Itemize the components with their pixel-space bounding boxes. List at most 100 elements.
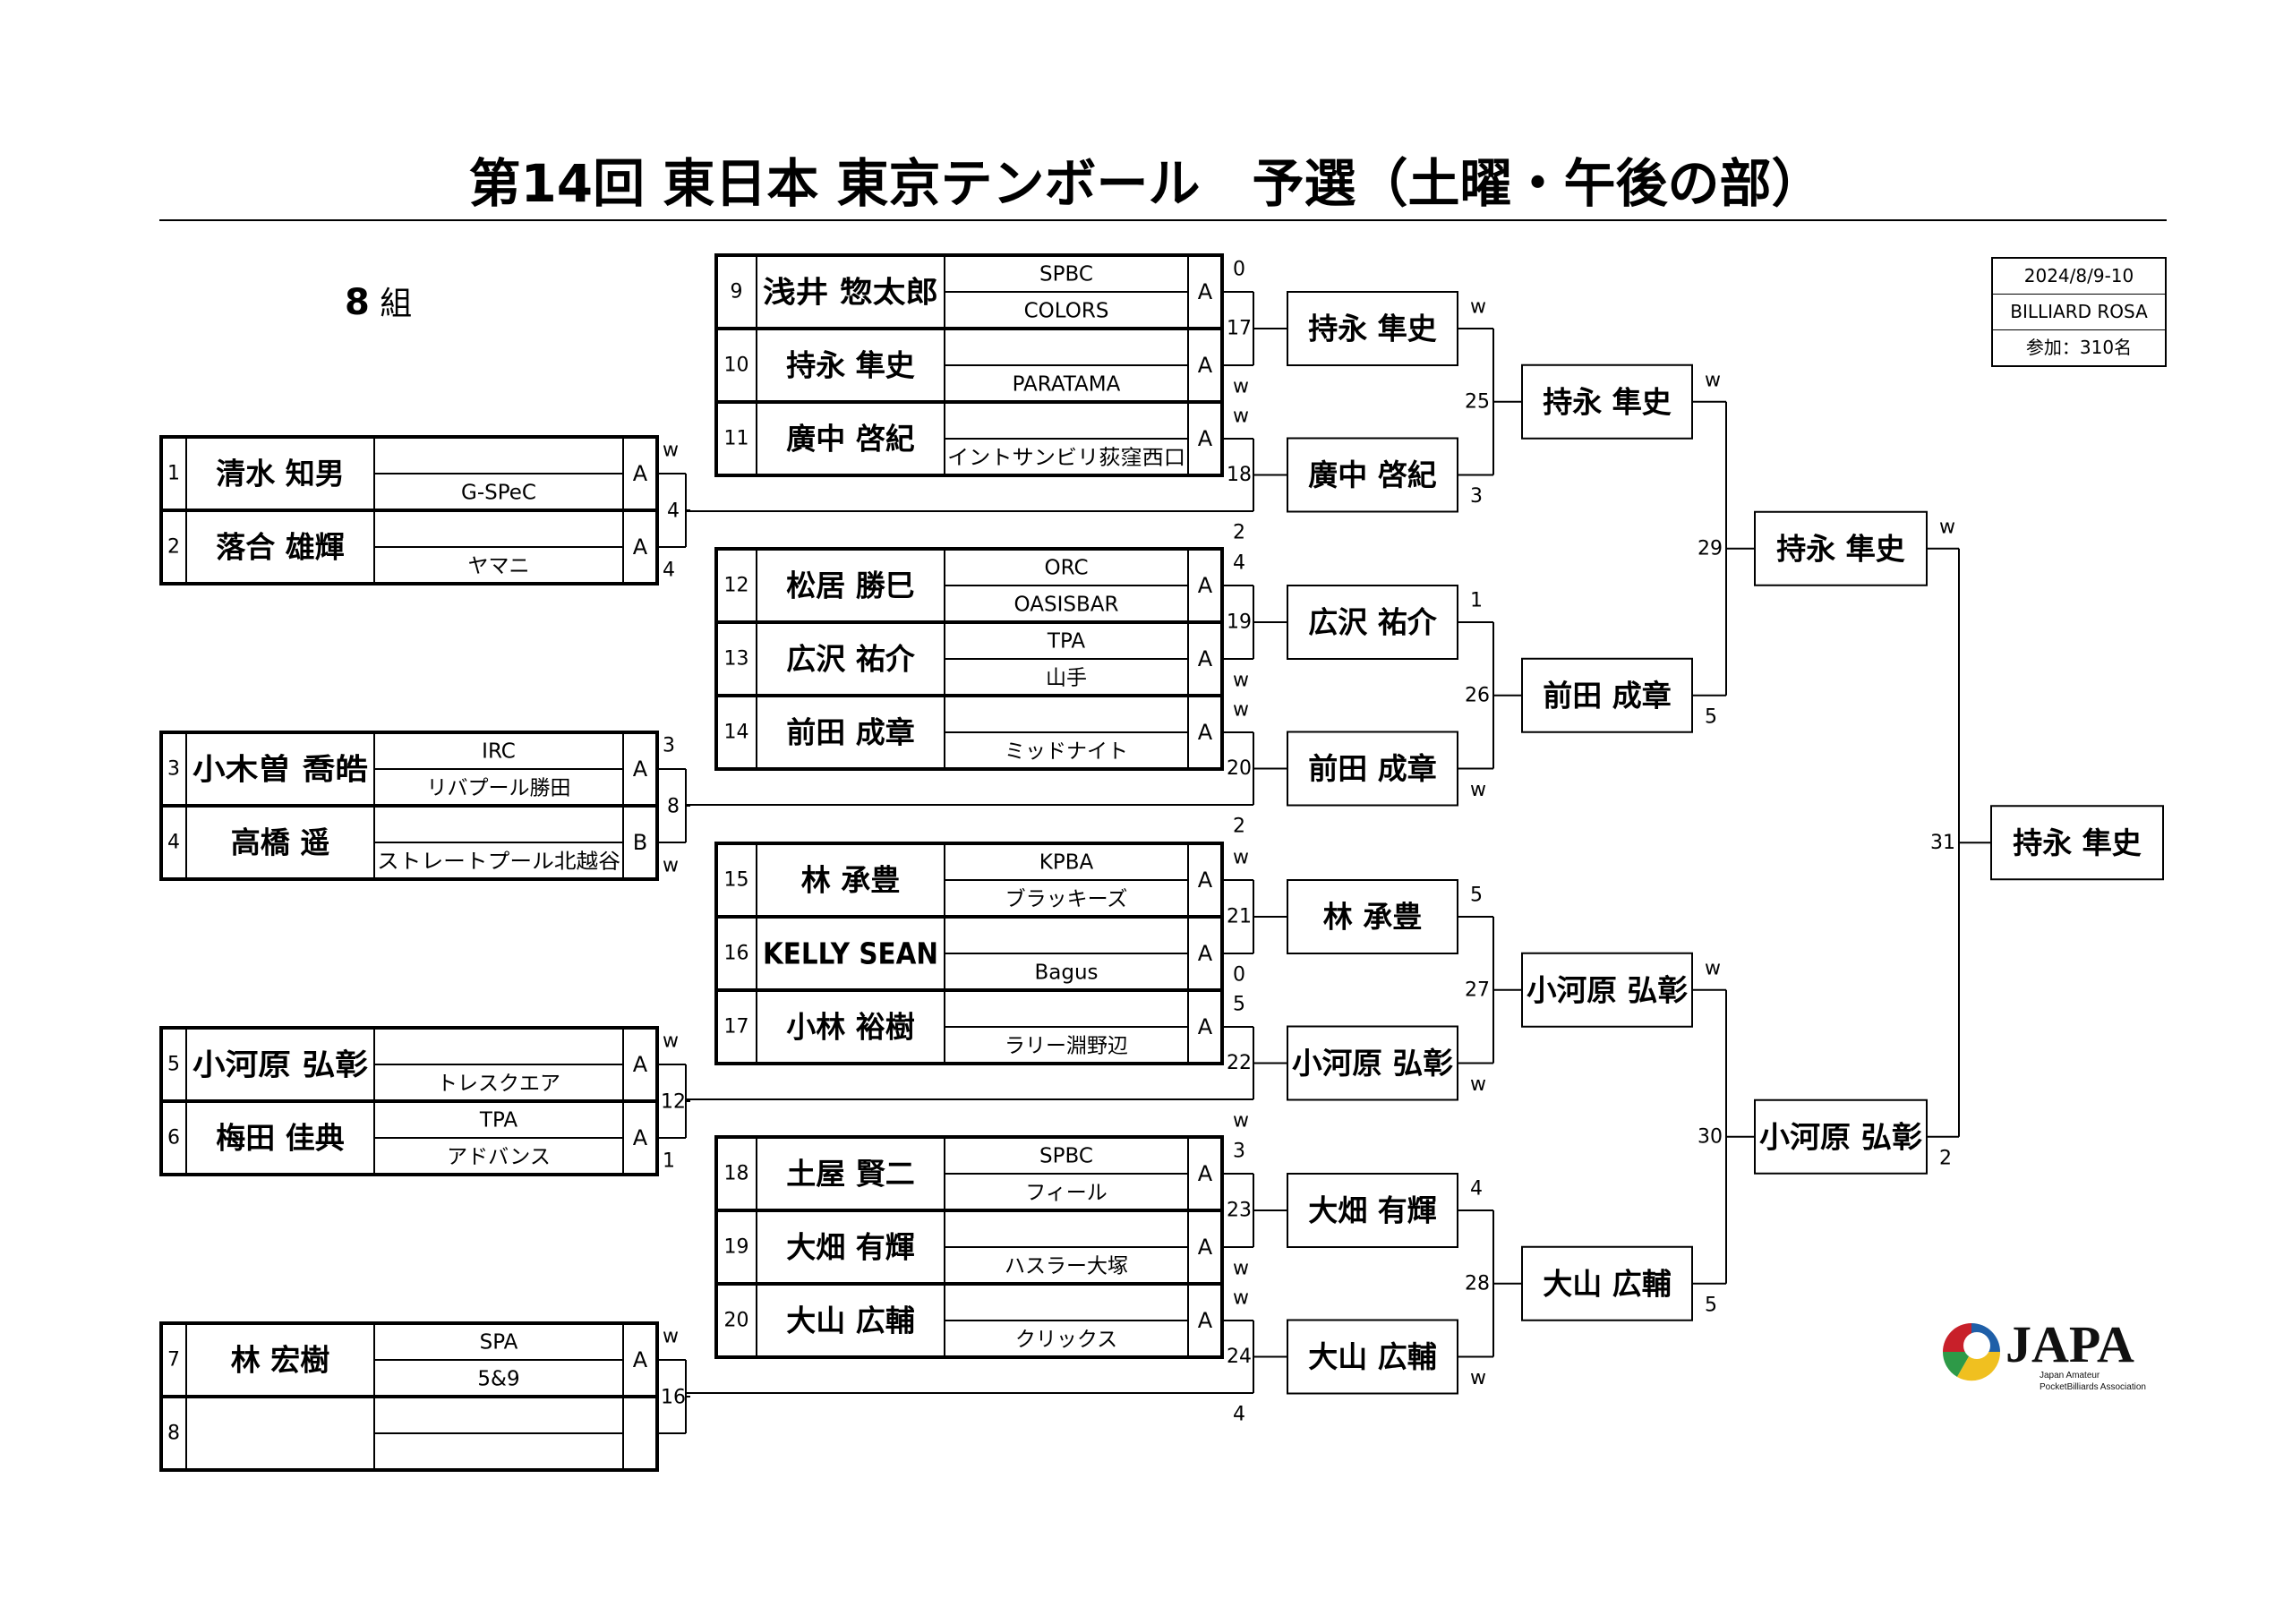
player-seed: 2: [167, 536, 180, 559]
player-rank: A: [1198, 720, 1213, 745]
player-club: リバプール勝田: [427, 777, 571, 800]
match-number: 29: [1698, 537, 1723, 560]
winner-name: 大山 広輔: [1543, 1266, 1672, 1301]
winner-name: 廣中 啓紀: [1308, 457, 1437, 492]
match-score: 2: [1939, 1147, 1952, 1169]
match-score: w: [1233, 1287, 1249, 1310]
player-rank: A: [1198, 1014, 1213, 1039]
match-number: 16: [661, 1387, 686, 1409]
player-seed: 1: [167, 463, 180, 485]
player-club: SPA: [480, 1331, 518, 1355]
player-rank: A: [1198, 353, 1213, 378]
match-score: 4: [1233, 1404, 1245, 1426]
winner-name: 大畑 有輝: [1308, 1193, 1437, 1228]
player-rank: A: [1198, 941, 1213, 966]
player-club: 山手: [1046, 667, 1087, 690]
japa-emblem-icon: [1942, 1323, 2001, 1381]
info-box: 2024/8/9-10 BILLIARD ROSA 参加：310名: [1991, 257, 2167, 367]
match-score: w: [663, 1030, 679, 1053]
match-number: 20: [1227, 757, 1252, 780]
winner-name: 前田 成章: [1308, 751, 1437, 786]
player-name: KELLY SEAN: [763, 936, 938, 971]
player-club: フィール: [1025, 1182, 1108, 1205]
player-name: 松居 勝巳: [786, 568, 915, 603]
player-seed: 14: [724, 722, 749, 744]
player-name: 落合 雄輝: [216, 530, 345, 565]
winner-name: 持永 隼史: [1543, 384, 1672, 419]
player-seed: 18: [724, 1163, 749, 1185]
group-number: 8: [345, 282, 370, 323]
player-seed: 20: [724, 1310, 749, 1332]
player-rank: B: [633, 830, 647, 855]
match-score: w: [1470, 1367, 1486, 1389]
player-club: トレスクエア: [437, 1073, 560, 1096]
player-name: 廣中 啓紀: [786, 422, 915, 457]
player-rank: A: [1198, 426, 1213, 451]
group-label: 8 組: [345, 279, 412, 328]
match-score: 1: [663, 1150, 675, 1173]
match-number: 21: [1227, 906, 1252, 928]
match-number: 22: [1227, 1052, 1252, 1074]
player-club: ハスラー大塚: [1005, 1255, 1128, 1278]
player-seed: 19: [724, 1236, 749, 1259]
player-name: 高橋 遥: [231, 825, 330, 860]
player-seed: 11: [724, 428, 749, 450]
player-club: KPBA: [1039, 851, 1094, 875]
player-seed: 5: [167, 1054, 180, 1076]
player-seed: 4: [167, 832, 180, 854]
player-club: G-SPeC: [461, 482, 536, 505]
winner-name: 大山 広輔: [1308, 1339, 1437, 1374]
match-score: w: [1233, 670, 1249, 692]
match-score: w: [1233, 699, 1249, 722]
player-rank: A: [1198, 1235, 1213, 1260]
match-number: 19: [1227, 611, 1252, 634]
player-rank: A: [633, 1347, 648, 1372]
player-rank: A: [1198, 1308, 1213, 1333]
match-score: 5: [1705, 1294, 1717, 1316]
player-club: PARATAMA: [1013, 373, 1121, 397]
match-number: 12: [661, 1091, 686, 1114]
match-score: 5: [1233, 994, 1245, 1016]
player-name: 広沢 祐介: [786, 642, 915, 677]
player-seed: 12: [724, 575, 749, 597]
match-number: 4: [667, 500, 680, 523]
match-score: w: [1233, 406, 1249, 428]
match-number: 24: [1227, 1346, 1252, 1368]
player-rank: A: [1198, 868, 1213, 893]
player-rank: A: [633, 1052, 648, 1077]
player-club: ストレートプール北越谷: [377, 850, 620, 874]
match-score: w: [663, 440, 679, 462]
player-club: クリックス: [1015, 1329, 1117, 1352]
winner-name: 持永 隼史: [1308, 312, 1437, 346]
player-club: ORC: [1045, 557, 1089, 580]
match-score: w: [1939, 516, 1955, 538]
player-club: 5&9: [477, 1368, 519, 1391]
player-club: ブラッキーズ: [1005, 888, 1128, 911]
player-seed: 15: [724, 869, 749, 892]
player-seed: 3: [167, 758, 180, 781]
player-name: 小木曽 喬皓: [192, 752, 368, 787]
winner-box: [1990, 805, 2164, 881]
player-name: 梅田 佳典: [216, 1121, 345, 1156]
match-score: 3: [1233, 1141, 1245, 1163]
player-rank: A: [1198, 1161, 1213, 1186]
info-participants: 参加：310名: [1993, 329, 2165, 365]
player-rank: A: [1198, 573, 1213, 598]
player-seed: 6: [167, 1127, 180, 1150]
player-seed: 9: [731, 281, 743, 303]
match-score: 0: [1233, 259, 1245, 281]
match-score: w: [1470, 779, 1486, 801]
player-club: アドバンス: [447, 1146, 551, 1169]
match-score: 2: [1233, 522, 1245, 544]
match-score: w: [663, 1326, 679, 1348]
player-name: 林 承豊: [801, 863, 901, 898]
match-number: 18: [1227, 464, 1252, 486]
player-club: ヤマニ: [468, 555, 530, 578]
group-suffix: 組: [380, 286, 413, 322]
match-score: w: [1233, 1258, 1249, 1280]
logo-sub1: Japan Amateur: [2040, 1371, 2100, 1380]
winner-name: 林 承豊: [1323, 900, 1423, 935]
player-name: 小林 裕樹: [786, 1010, 915, 1045]
player-name: 小河原 弘彰: [192, 1047, 368, 1082]
